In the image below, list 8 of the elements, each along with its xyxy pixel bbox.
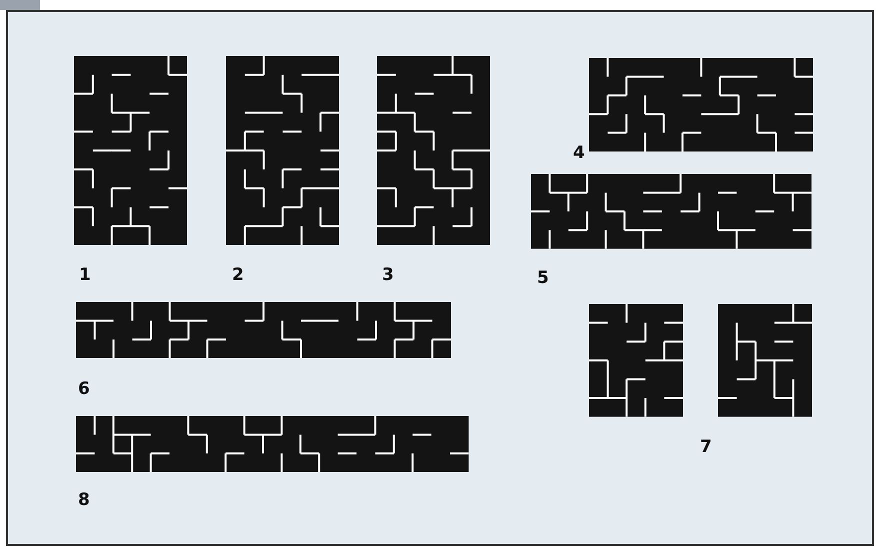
figure-number: 2: [232, 265, 244, 285]
figure-number: 3: [382, 265, 394, 285]
figure-number: 1: [79, 265, 91, 285]
figure-number: 8: [78, 490, 90, 510]
figure-number: 4: [573, 143, 585, 163]
figure-number: 5: [537, 268, 549, 288]
figure-number: 7: [700, 437, 712, 457]
figure-number: 6: [78, 379, 90, 399]
